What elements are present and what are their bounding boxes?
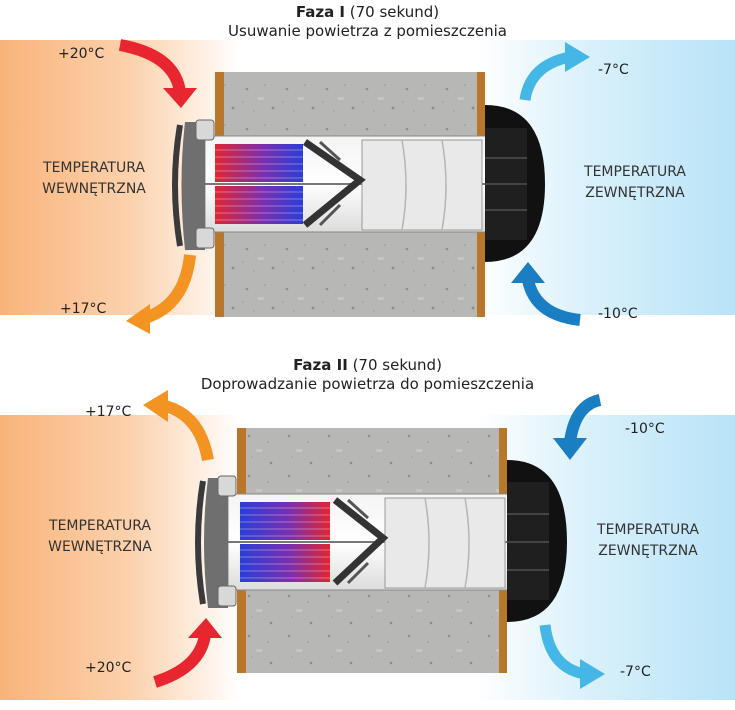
phase-2-ventilator-diagram [143, 390, 605, 689]
arrow-curved-icon [553, 394, 602, 460]
temp-outdoor-bottom: -7°C [620, 664, 651, 680]
outdoor-zone-line-1: TEMPERATURA [584, 164, 686, 180]
outdoor-zone-line-2: ZEWNĘTRZNA [598, 543, 698, 559]
phase-1-title-rest: (70 sekund) [345, 3, 440, 21]
temp-indoor-bottom: +17°C [60, 301, 107, 317]
phase-2-subtitle: Doprowadzanie powietrza do pomieszczenia [200, 375, 535, 393]
temp-outdoor-bottom: -10°C [598, 306, 638, 322]
indoor-zone-label: TEMPERATURA WEWNĘTRZNA [4, 158, 184, 200]
indoor-zone-line-1: TEMPERATURA [49, 518, 151, 534]
temp-outdoor-top: -7°C [598, 62, 629, 78]
arrow-curved-icon [539, 624, 605, 689]
outdoor-zone-label: TEMPERATURA ZEWNĘTRZNA [545, 162, 725, 204]
temp-indoor-bottom: +20°C [85, 660, 132, 676]
outdoor-zone-line-2: ZEWNĘTRZNA [585, 185, 685, 201]
outer-hood [485, 105, 545, 262]
phase-2-title-bold: Faza II [293, 356, 348, 374]
indoor-zone-line-2: WEWNĘTRZNA [48, 539, 152, 555]
outdoor-zone-line-1: TEMPERATURA [597, 522, 699, 538]
outer-hood [507, 460, 567, 622]
phase-2-title: Faza II (70 sekund) Doprowadzanie powiet… [0, 356, 735, 394]
temp-indoor-top: +20°C [58, 46, 105, 62]
phase-1-title: Faza I (70 sekund) Usuwanie powietrza z … [0, 3, 735, 41]
phase-2-panel: Faza II (70 sekund) Doprowadzanie powiet… [0, 350, 735, 710]
arrow-curved-icon [143, 390, 214, 462]
arrow-curved-icon [126, 254, 196, 334]
heat-exchanger-icon [240, 502, 330, 582]
arrow-curved-icon [519, 42, 590, 102]
indoor-zone-label: TEMPERATURA WEWNĘTRZNA [10, 516, 190, 558]
arrow-curved-icon [153, 618, 222, 688]
heat-exchanger-icon [215, 144, 303, 224]
arrow-curved-icon [511, 262, 581, 326]
phase-2-title-rest: (70 sekund) [347, 356, 442, 374]
arrow-curved-icon [118, 39, 197, 108]
phase-1-title-bold: Faza I [295, 3, 345, 21]
phase-1-ventilator-diagram [118, 39, 590, 334]
temp-indoor-top: +17°C [85, 404, 132, 420]
phase-1-subtitle: Usuwanie powietrza z pomieszczenia [228, 22, 507, 40]
temp-outdoor-top: -10°C [625, 421, 665, 437]
indoor-zone-line-1: TEMPERATURA [43, 160, 145, 176]
outdoor-zone-label: TEMPERATURA ZEWNĘTRZNA [558, 520, 735, 562]
indoor-zone-line-2: WEWNĘTRZNA [42, 181, 146, 197]
phase-1-panel: Faza I (70 sekund) Usuwanie powietrza z … [0, 0, 735, 350]
